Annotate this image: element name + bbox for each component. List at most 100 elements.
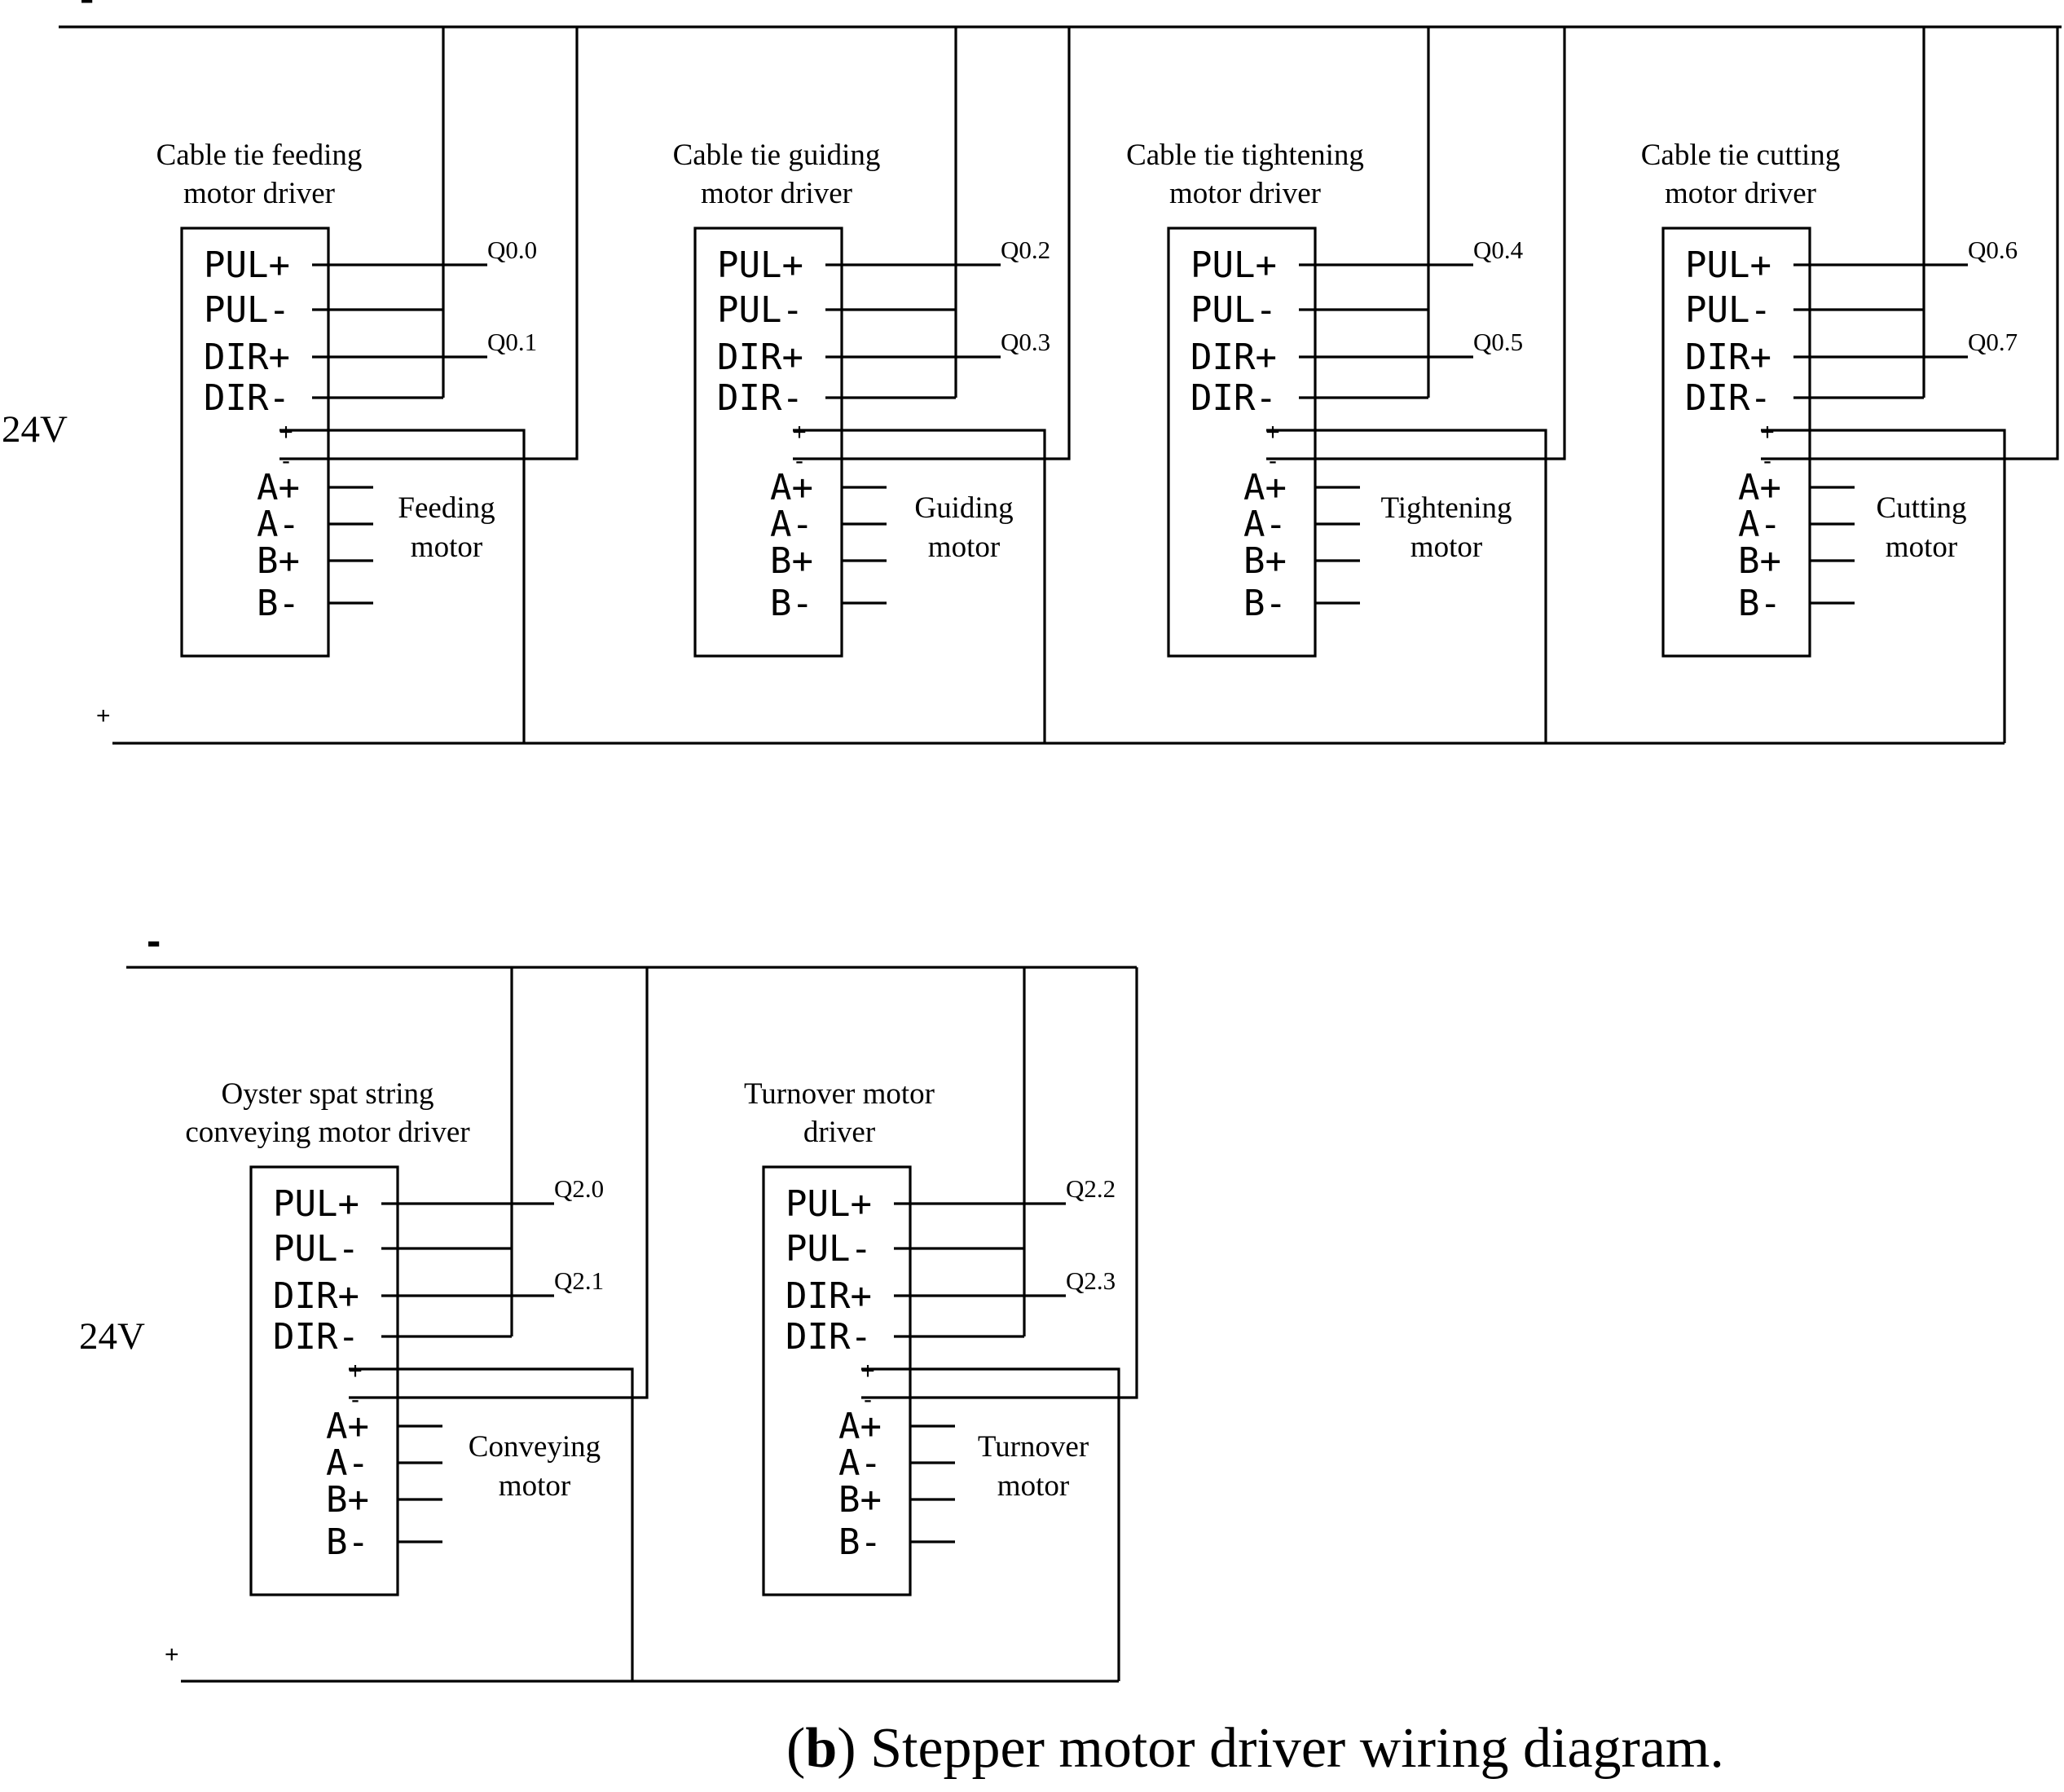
pin-label-motor-1: A- — [1738, 504, 1781, 545]
pin-label-power-1: - — [864, 1386, 872, 1413]
plc-output-pul: Q2.0 — [554, 1174, 604, 1203]
driver-box — [1661, 227, 1811, 658]
driver-box — [180, 227, 330, 658]
negative-symbol: - — [147, 918, 161, 965]
motor-label: motor — [1886, 531, 1957, 564]
pin-label-power-1: - — [795, 447, 803, 474]
plc-output-pul: Q0.2 — [1001, 236, 1050, 264]
motor-label: Guiding — [914, 491, 1013, 525]
pin-label-motor-2: B+ — [1243, 540, 1287, 582]
driver-box — [1167, 227, 1317, 658]
pin-label-motor-1: A- — [257, 504, 300, 545]
pin-label-power-0: + — [279, 419, 293, 446]
pin-label-motor-0: A+ — [838, 1406, 882, 1447]
power-plus-wire — [1266, 429, 1547, 743]
pin-label-pul-minus: PUL- — [1190, 289, 1277, 331]
pin-label-pul-minus: PUL- — [1685, 289, 1771, 331]
driver-box — [249, 1165, 399, 1596]
pin-label-pul-minusplus: PUL+ — [204, 244, 290, 286]
driver-label: driver — [803, 1116, 875, 1149]
positive-symbol: + — [96, 702, 111, 729]
pin-label-dir-minusplus: DIR+ — [717, 337, 803, 378]
pin-label-motor-2: B+ — [770, 540, 813, 582]
wires — [59, 25, 2062, 1683]
driver-label: Cable tie cutting — [1641, 139, 1841, 172]
pin-label-dir-minusplus: DIR+ — [786, 1275, 872, 1317]
plc-output-dir: Q0.5 — [1473, 328, 1523, 356]
pin-label-motor-1: A- — [1243, 504, 1287, 545]
power-minus-wire — [279, 27, 579, 460]
pin-label-power-0: + — [860, 1358, 875, 1385]
pin-label-dir-minusplus: DIR+ — [204, 337, 290, 378]
pin-label-dir-minus: DIR- — [1190, 377, 1277, 419]
pin-label-motor-3: B- — [770, 583, 813, 624]
pin-label-pul-minus: PUL- — [204, 289, 290, 331]
pin-label-dir-minus: DIR- — [1685, 377, 1771, 419]
pin-label-power-0: + — [792, 419, 807, 446]
pin-label-motor-0: A+ — [257, 467, 300, 509]
power-minus-wire — [349, 967, 649, 1399]
pin-label-pul-minus: PUL- — [273, 1228, 359, 1270]
plc-output-pul: Q0.4 — [1473, 236, 1524, 264]
supply-voltage-label: 24V — [79, 1315, 145, 1358]
motor-label: motor — [928, 531, 1000, 564]
plc-output-dir: Q0.1 — [487, 328, 537, 356]
pin-label-power-0: + — [1265, 419, 1280, 446]
motor-label: motor — [997, 1469, 1069, 1503]
pin-label-dir-minus: DIR- — [273, 1316, 359, 1358]
pin-label-motor-0: A+ — [1243, 467, 1287, 509]
pin-label-motor-1: A- — [838, 1442, 882, 1484]
pin-label-motor-3: B- — [257, 583, 300, 624]
labels: - +24V - +24V — [2, 0, 179, 1668]
motor-label: Cutting — [1876, 491, 1966, 525]
plc-output-pul: Q0.6 — [1968, 236, 2018, 264]
pin-label-motor-3: B- — [1738, 583, 1781, 624]
positive-symbol: + — [165, 1641, 179, 1668]
plc-output-dir: Q2.1 — [554, 1266, 604, 1295]
driver-label: Cable tie guiding — [673, 139, 881, 172]
pin-label-pul-minusplus: PUL+ — [717, 244, 803, 286]
power-plus-wire — [793, 429, 1046, 743]
driver-label: motor driver — [1169, 177, 1321, 210]
plc-output-dir: Q0.3 — [1001, 328, 1050, 356]
negative-symbol: - — [80, 0, 94, 21]
supply-voltage-label: 24V — [2, 408, 68, 451]
pin-label-pul-minus: PUL- — [786, 1228, 872, 1270]
driver-box — [762, 1165, 912, 1596]
pin-label-power-0: + — [348, 1358, 363, 1385]
pin-label-dir-minusplus: DIR+ — [1685, 337, 1771, 378]
pin-label-dir-minus: DIR- — [204, 377, 290, 419]
driver-tightening: PUL+PUL-DIR+DIR-+-A+A-B+B-Q0.4Q0.5Cable … — [1126, 27, 1566, 743]
driver-label: Oyster spat string — [221, 1077, 433, 1111]
pin-label-pul-minusplus: PUL+ — [1685, 244, 1771, 286]
drivers: PUL+PUL-DIR+DIR-+-A+A-B+B-Q0.0Q0.1Cable … — [156, 27, 2059, 1681]
caption-text: Stepper motor driver wiring diagram. — [856, 1717, 1724, 1780]
plc-output-pul: Q2.2 — [1066, 1174, 1116, 1203]
pin-label-dir-minus: DIR- — [717, 377, 803, 419]
pin-label-motor-2: B+ — [257, 540, 300, 582]
pin-label-motor-3: B- — [838, 1521, 882, 1563]
pin-label-motor-2: B+ — [326, 1479, 369, 1521]
pin-label-pul-minusplus: PUL+ — [273, 1183, 359, 1225]
power-minus-wire — [1266, 27, 1566, 460]
pin-label-power-0: + — [1760, 419, 1775, 446]
caption-label: b — [805, 1717, 837, 1780]
pin-label-dir-minusplus: DIR+ — [273, 1275, 359, 1317]
caption-open: ( — [786, 1717, 805, 1780]
pin-label-dir-minus: DIR- — [786, 1316, 872, 1358]
pin-label-pul-minusplus: PUL+ — [1190, 244, 1277, 286]
pin-label-motor-2: B+ — [1738, 540, 1781, 582]
driver-label: motor driver — [183, 177, 335, 210]
power-minus-wire — [861, 967, 1138, 1399]
pin-label-motor-1: A- — [770, 504, 813, 545]
pin-label-pul-minus: PUL- — [717, 289, 803, 331]
pin-label-motor-3: B- — [1243, 583, 1287, 624]
driver-label: Cable tie tightening — [1126, 139, 1364, 172]
pin-label-motor-2: B+ — [838, 1479, 882, 1521]
plc-output-dir: Q0.7 — [1968, 328, 2018, 356]
power-minus-wire — [1761, 27, 2059, 460]
motor-label: Turnover — [978, 1430, 1089, 1464]
power-plus-wire — [1761, 429, 2006, 743]
pin-label-motor-1: A- — [326, 1442, 369, 1484]
